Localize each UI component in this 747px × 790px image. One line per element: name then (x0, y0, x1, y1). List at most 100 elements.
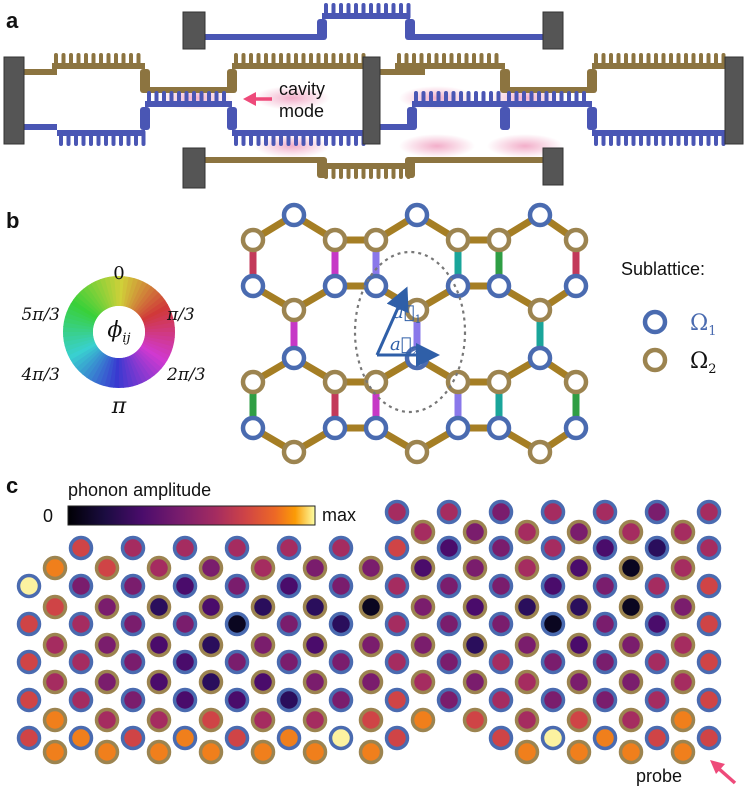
site-omega1 (445, 273, 471, 299)
phonon-site (328, 649, 354, 675)
beam-corrugation (395, 53, 505, 69)
phonon-site (146, 632, 172, 658)
phonon-site (42, 632, 68, 658)
phonon-site (462, 632, 488, 658)
phonon-site (224, 649, 250, 675)
phonon-site (644, 725, 670, 751)
site-omega1 (445, 415, 471, 441)
phonon-site (644, 611, 670, 637)
lattice-vector-a1-icon (375, 286, 409, 356)
phonon-site (120, 725, 146, 751)
phonon-site (540, 573, 566, 599)
phonon-site (42, 594, 68, 620)
clamp-pad (182, 147, 206, 189)
phonon-site (250, 594, 276, 620)
nanobeam-array (3, 3, 744, 189)
phonon-site (514, 669, 540, 695)
phonon-site (384, 725, 410, 751)
phonon-site (250, 739, 276, 765)
site-omega1 (240, 273, 266, 299)
phonon-site (120, 573, 146, 599)
phonon-site (224, 573, 250, 599)
phonon-site (250, 555, 276, 581)
phonon-site (94, 707, 120, 733)
legend-label-omega2: Ω2 (690, 349, 717, 377)
phonon-site (514, 707, 540, 733)
phonon-site (172, 649, 198, 675)
cavity-arrowhead-icon (243, 92, 256, 106)
phonon-site (276, 725, 302, 751)
clamp-pad (362, 56, 381, 145)
beam-segment (24, 69, 57, 75)
phase-label-2pi-3: 2π/3 (166, 365, 206, 385)
phonon-site (68, 725, 94, 751)
phonon-site (94, 739, 120, 765)
site-omega1 (527, 345, 553, 371)
phonon-site (540, 687, 566, 713)
sublattice-legend: Sublattice: Ω1 Ω2 (621, 259, 717, 377)
phonon-site (540, 725, 566, 751)
phonon-site (94, 555, 120, 581)
site-omega1 (527, 202, 553, 228)
amplitude-colorbar: phonon amplitude 0 max (43, 480, 356, 526)
phonon-site (592, 499, 618, 525)
beam-step (407, 107, 417, 130)
phonon-site (146, 707, 172, 733)
phonon-site (358, 707, 384, 733)
phonon-site (276, 535, 302, 561)
phonon-site (172, 573, 198, 599)
probe-arrow-icon (716, 766, 737, 785)
phonon-site (146, 669, 172, 695)
site-omega1 (281, 345, 307, 371)
phonon-site (592, 611, 618, 637)
phonon-site (198, 555, 224, 581)
site-omega2 (563, 369, 589, 395)
phonon-site (514, 555, 540, 581)
phase-label-pi: π (111, 394, 127, 419)
phonon-site (410, 519, 436, 545)
phonon-site (462, 594, 488, 620)
phonon-site (16, 725, 42, 751)
site-omega1 (563, 415, 589, 441)
phonon-site (410, 669, 436, 695)
phonon-site (358, 555, 384, 581)
phonon-site (566, 707, 592, 733)
phonon-site (224, 687, 250, 713)
beam-segment (205, 157, 320, 163)
phonon-site (146, 555, 172, 581)
phonon-amplitude-map (16, 499, 722, 765)
phonon-site (488, 535, 514, 561)
phonon-site (696, 687, 722, 713)
phonon-site (94, 669, 120, 695)
phonon-site (462, 555, 488, 581)
phonon-site (358, 632, 384, 658)
beam-segment (410, 157, 548, 163)
beam-segment (24, 124, 57, 130)
panel-label-c: c (6, 473, 18, 498)
phonon-site (384, 499, 410, 525)
site-omega2 (527, 439, 553, 465)
phonon-site (302, 594, 328, 620)
phonon-site (94, 594, 120, 620)
phonon-site (436, 535, 462, 561)
beam-segment (205, 34, 320, 40)
phonon-site (618, 707, 644, 733)
phonon-site (644, 499, 670, 525)
phonon-site (302, 555, 328, 581)
probe-arrowhead-icon (710, 760, 725, 774)
panel-label-b: b (6, 208, 19, 233)
unit-cell-outline (353, 250, 467, 414)
phonon-site (328, 611, 354, 637)
phase-color-wheel: ϕij 0 π/3 2π/3 π 4π/3 5π/3 (20, 263, 205, 419)
phonon-site (328, 535, 354, 561)
phonon-site (618, 594, 644, 620)
phonon-site (42, 555, 68, 581)
phonon-site (696, 649, 722, 675)
beam-step (227, 107, 237, 130)
beam-corrugation (322, 3, 411, 19)
phonon-site (410, 594, 436, 620)
cavity-label-line1: cavity (279, 79, 325, 99)
beam-corrugation (322, 163, 411, 179)
site-omega1 (322, 415, 348, 441)
phonon-site (566, 594, 592, 620)
